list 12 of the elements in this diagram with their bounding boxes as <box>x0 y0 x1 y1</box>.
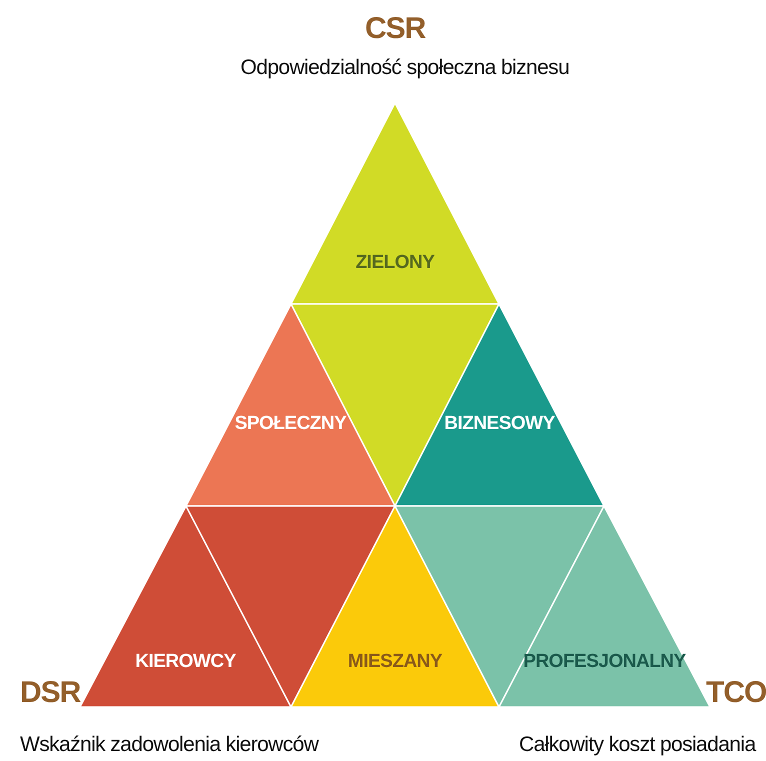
segment-label: ZIELONY <box>356 252 434 274</box>
axis-description: Całkowity koszt posiadania <box>519 733 756 757</box>
axis-abbreviation: DSR <box>20 676 80 710</box>
segment-label: MIESZANY <box>348 650 442 673</box>
axis-description: Wskaźnik zadowolenia kierowców <box>20 733 318 757</box>
axis-abbreviation: CSR <box>365 12 426 46</box>
segment-label: BIZNESOWY <box>444 413 555 436</box>
segment-label: SPOŁECZNY <box>234 413 346 436</box>
axis-description: Odpowiedzialność społeczna biznesu <box>240 56 570 80</box>
axis-abbreviation: TCO <box>706 676 766 710</box>
segment-label: PROFESJONALNY <box>523 650 686 673</box>
segment-label: KIEROWCY <box>135 650 236 673</box>
